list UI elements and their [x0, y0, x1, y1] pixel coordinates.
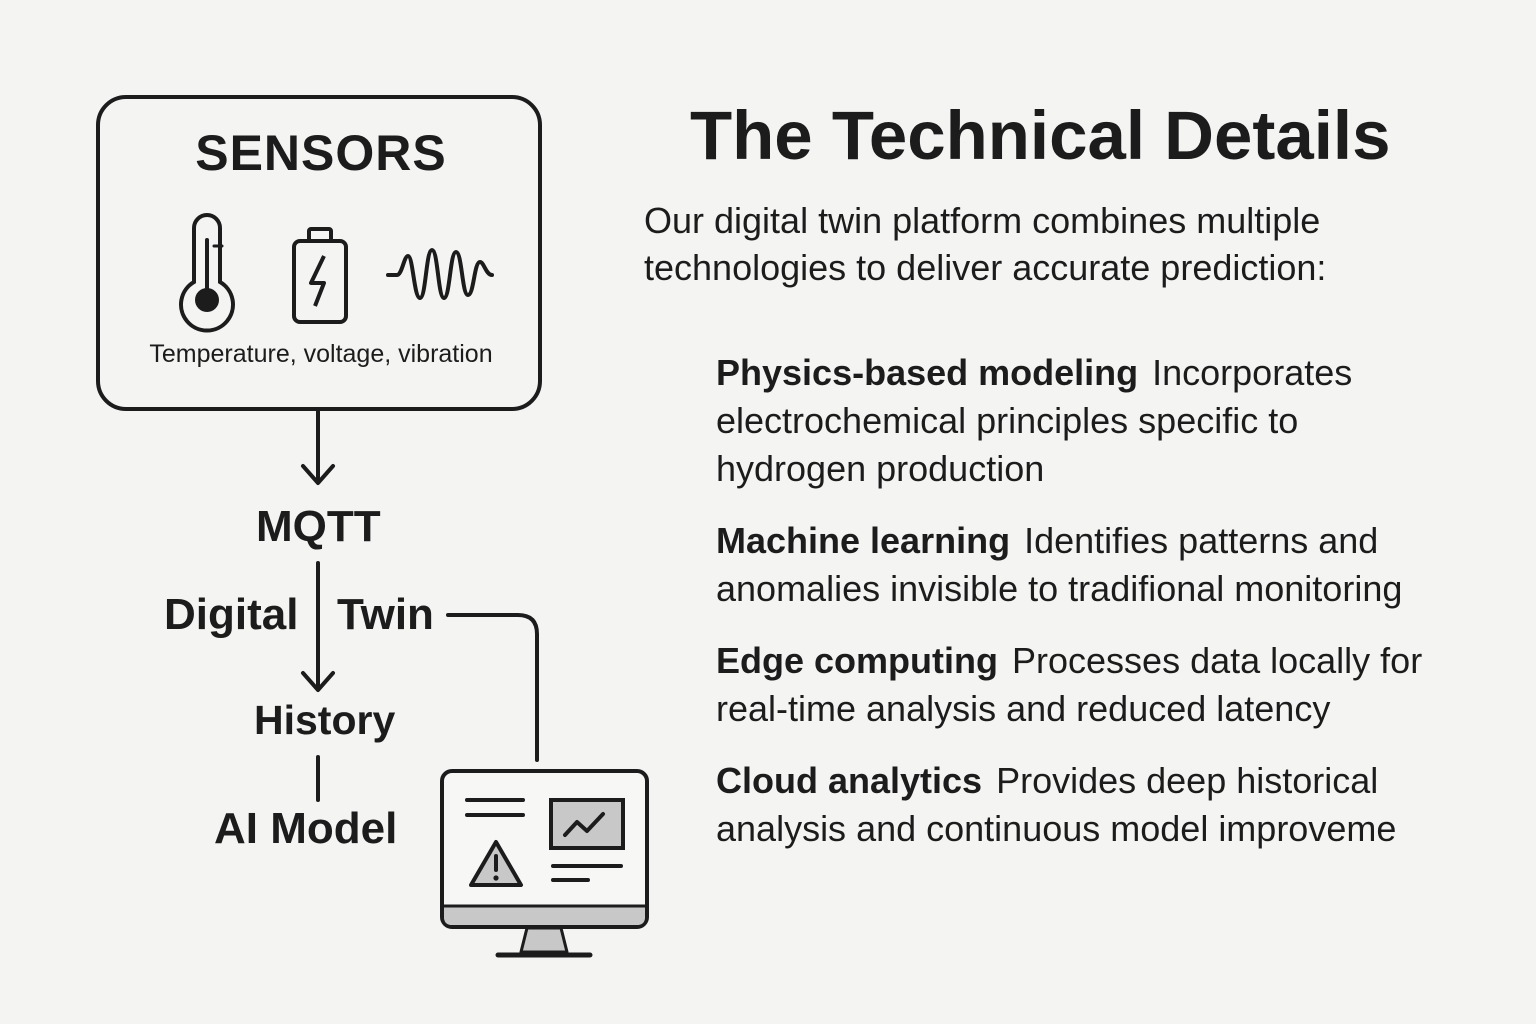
thermometer-icon	[179, 213, 235, 333]
twin-to-monitor-connector	[446, 613, 539, 762]
twin-label: Twin	[337, 590, 434, 639]
sensors-box	[96, 95, 542, 411]
detail-desc: Provides deep historical analysis and co…	[716, 760, 1397, 849]
details-intro: Our digital twin platform combines multi…	[644, 200, 1327, 288]
warning-icon	[469, 840, 523, 887]
sensors-title: SENSORS	[195, 125, 447, 181]
detail-desc: Processes data locally for real-time ana…	[716, 640, 1423, 729]
details-title: The Technical Details	[690, 97, 1391, 174]
detail-term: Physics-based modeling	[716, 352, 1139, 393]
sensors-caption: Temperature, voltage, vibration	[149, 340, 493, 368]
detail-desc: Incorporates electrochemical principles …	[716, 352, 1353, 489]
detail-term: Machine learning	[716, 520, 1011, 561]
sensors-to-mqtt-arrow	[301, 409, 335, 485]
ai-model-label: AI Model	[214, 804, 398, 853]
digital-label: Digital	[164, 590, 299, 639]
trend-chart-icon	[549, 798, 625, 850]
battery-icon	[292, 227, 348, 324]
mqtt-label: MQTT	[256, 502, 381, 551]
detail-term: Cloud analytics	[716, 760, 983, 801]
detail-desc: Identifies patterns and anomalies invisi…	[716, 520, 1403, 609]
history-label: History	[254, 697, 396, 743]
detail-term: Edge computing	[716, 640, 998, 681]
waveform-icon	[386, 248, 494, 300]
mqtt-to-history-arrow	[301, 561, 335, 692]
